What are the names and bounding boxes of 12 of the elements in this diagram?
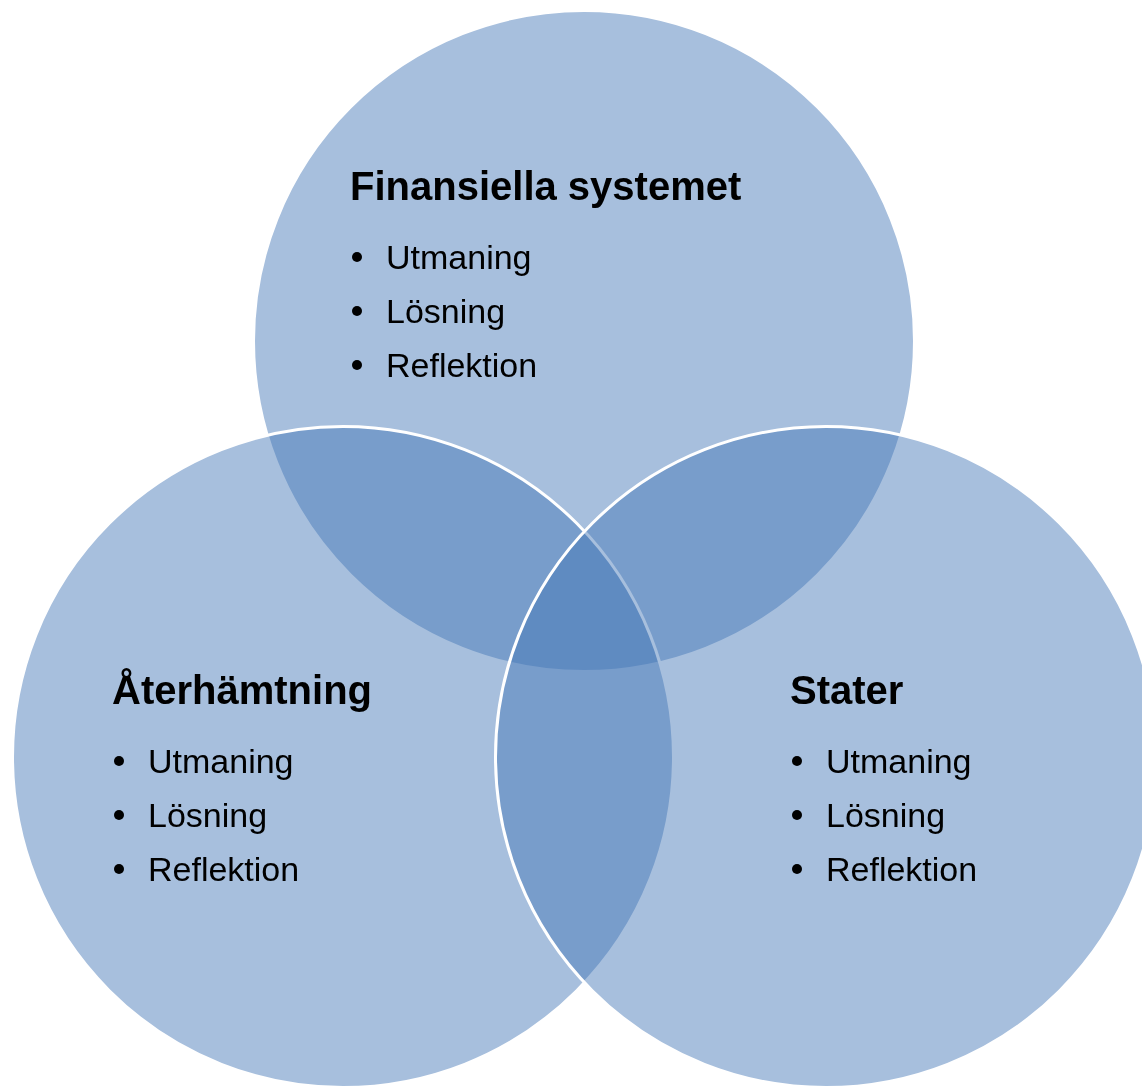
- circle-heading: Stater: [790, 667, 904, 714]
- bullet-item: Utmaning: [386, 236, 532, 278]
- circle-heading: Finansiella systemet: [350, 163, 742, 210]
- bullet-item: Reflektion: [826, 848, 978, 890]
- bullet-item: Lösning: [826, 794, 946, 836]
- bullet-item: Utmaning: [148, 740, 294, 782]
- bullet-item: Lösning: [148, 794, 268, 836]
- bullet-item: Reflektion: [148, 848, 300, 890]
- bullet-item: Reflektion: [386, 344, 538, 386]
- bullet-item: Lösning: [386, 290, 506, 332]
- circle-heading: Återhämtning: [112, 667, 372, 714]
- bullet-item: Utmaning: [826, 740, 972, 782]
